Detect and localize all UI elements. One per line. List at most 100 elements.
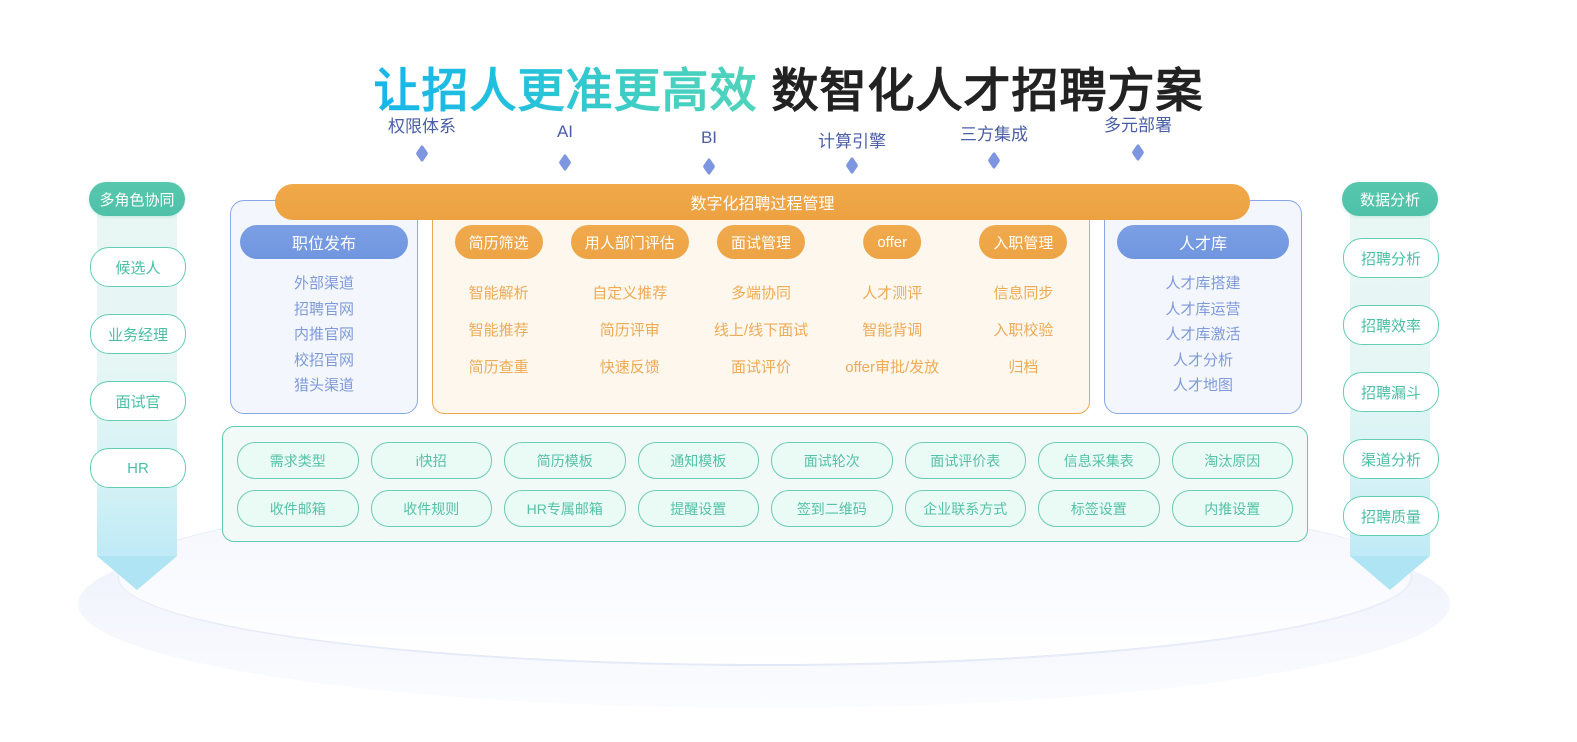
process-stage-item[interactable]: 入职校验 [993,322,1054,339]
settings-pill[interactable]: 企业联系方式 [904,490,1026,527]
process-stage-item[interactable]: 归档 [1008,359,1039,376]
settings-pill[interactable]: 通知模板 [637,442,759,479]
process-stage-item[interactable]: 多端协同 [731,285,792,302]
sidebar-left-item-2[interactable]: 业务经理 [90,314,186,354]
platform-label-4: 计算引擎 [818,132,886,151]
diamond-icon [702,157,716,176]
talent-pool-item[interactable]: 人才分析 [1172,351,1233,369]
settings-pill[interactable]: 内推设置 [1171,490,1293,527]
settings-pill[interactable]: 淘汰原因 [1171,442,1293,479]
page-title-highlight: 让招人更准更高效 [373,64,758,117]
recruitment-board: 数字化招聘过程管理 职位发布 外部渠道招聘官网内推官网校招官网猎头渠道 简历筛选… [222,184,1308,544]
sidebar-right-item-label: 招聘效率 [1360,317,1421,335]
process-stage-item[interactable]: 面试评价 [731,359,792,376]
process-stage-item[interactable]: offer审批/发放 [845,359,940,376]
settings-pill[interactable]: 面试轮次 [771,442,893,479]
process-stage-items-2: 自定义推荐简历评审快速反馈 [564,275,695,386]
sidebar-left-item-4[interactable]: HR [90,448,186,488]
process-stage-item[interactable]: 信息同步 [993,285,1054,302]
process-stage-title-5[interactable]: 入职管理 [979,225,1068,259]
settings-pill[interactable]: 标签设置 [1038,490,1160,527]
sidebar-right-item-label: 渠道分析 [1360,451,1421,469]
process-column-2: 用人部门评估自定义推荐简历评审快速反馈 [564,201,695,413]
diamond-icon [987,151,1001,170]
process-stage-item[interactable]: 自定义推荐 [592,285,668,302]
process-stage-title-2[interactable]: 用人部门评估 [570,225,689,259]
talent-pool-item[interactable]: 人才库运营 [1165,300,1241,318]
sidebar-left-header: 多角色协同 [89,182,185,216]
process-column-4: offer 人才测评智能背调 offer审批/发放 [827,201,958,413]
sidebar-left-item-1[interactable]: 候选人 [90,247,186,287]
platform-dot-3 [702,157,716,176]
card-talent-pool[interactable]: 人才库 人才库搭建人才库运营人才库激活人才分析人才地图 [1104,200,1302,414]
job-posting-item[interactable]: 外部渠道 [293,275,354,292]
platform-label-3: BI [700,128,718,147]
sidebar-right-header: 数据分析 [1342,182,1438,216]
platform-dot-5 [987,151,1001,170]
sidebar-right-arrow-tip [1350,556,1430,590]
process-stage-title-4[interactable]: offer [863,225,922,259]
process-panel: 简历筛选智能解析智能推荐简历查重用人部门评估自定义推荐简历评审快速反馈面试管理多… [432,200,1090,414]
process-stage-title-1[interactable]: 简历筛选 [454,225,543,259]
sidebar-left-item-label: HR [127,459,149,477]
diamond-icon [415,144,429,163]
sidebar-right-item-4[interactable]: 渠道分析 [1343,439,1439,479]
settings-pill[interactable]: 需求类型 [237,442,359,479]
process-stage-items-4: 人才测评智能背调 offer审批/发放 [827,275,958,386]
card-talent-pool-title: 人才库 [1117,225,1289,259]
process-stage-item[interactable]: 智能推荐 [468,322,529,339]
talent-pool-item[interactable]: 人才库搭建 [1165,275,1241,292]
sidebar-left-item-label: 业务经理 [107,326,168,344]
card-talent-pool-items: 人才库搭建人才库运营人才库激活人才分析人才地图 [1105,271,1301,399]
job-posting-item[interactable]: 内推官网 [293,326,354,343]
sidebar-right-item-5[interactable]: 招聘质量 [1343,496,1439,536]
platform-label-1: 权限体系 [388,117,456,136]
process-stage-item[interactable]: 智能解析 [468,285,529,302]
process-stage-item[interactable]: 智能背调 [862,322,923,339]
sidebar-right-item-3[interactable]: 招聘漏斗 [1343,372,1439,412]
process-stage-items-5: 信息同步入职校验归档 [958,275,1089,386]
diamond-icon [1131,143,1145,162]
page-title-main: 数智化人才招聘方案 [771,64,1204,117]
sidebar-left-item-3[interactable]: 面试官 [90,381,186,421]
platform-dot-6 [1131,143,1145,162]
process-stage-item[interactable]: 线上/线下面试 [713,322,809,339]
platform-dot-2 [558,153,572,172]
sidebar-left-arrow-tip [97,556,177,590]
platform-dot-4 [845,156,859,175]
talent-pool-item[interactable]: 人才地图 [1172,377,1233,394]
process-column-3: 面试管理多端协同线上/线下面试面试评价 [695,201,826,413]
talent-pool-item[interactable]: 人才库激活 [1165,326,1241,343]
sidebar-right-item-2[interactable]: 招聘效率 [1343,305,1439,345]
settings-pill[interactable]: i快招 [370,442,492,479]
sidebar-right-item-label: 招聘质量 [1360,508,1421,526]
process-banner: 数字化招聘过程管理 [275,184,1250,220]
settings-row-first: 需求类型 i快招简历模板通知模板面试轮次面试评价表信息采集表淘汰原因 [237,442,1293,479]
sidebar-right-item-1[interactable]: 招聘分析 [1343,238,1439,278]
sidebar-right-item-label: 招聘漏斗 [1360,384,1421,402]
settings-panel: 需求类型 i快招简历模板通知模板面试轮次面试评价表信息采集表淘汰原因 收件邮箱收件… [222,426,1308,542]
settings-pill[interactable]: 收件邮箱 [237,490,359,527]
settings-pill[interactable]: 面试评价表 [904,442,1026,479]
platform-label-6: 多元部署 [1104,116,1172,135]
settings-pill[interactable]: 简历模板 [504,442,626,479]
settings-pill[interactable]: HR专属邮箱 [504,490,626,527]
process-stage-item[interactable]: 简历评审 [599,322,660,339]
process-stage-title-3[interactable]: 面试管理 [716,225,806,259]
settings-pill[interactable]: 提醒设置 [637,490,759,527]
settings-pill[interactable]: 信息采集表 [1038,442,1160,479]
process-stage-item[interactable]: 人才测评 [862,285,923,302]
sidebar-left-item-label: 面试官 [115,393,161,411]
job-posting-item[interactable]: 猎头渠道 [293,377,354,394]
platform-label-5: 三方集成 [960,125,1028,144]
job-posting-item[interactable]: 校招官网 [293,351,354,369]
sidebar-right-item-label: 招聘分析 [1360,250,1421,268]
settings-pill[interactable]: 签到二维码 [771,490,893,527]
settings-pill[interactable]: 收件规则 [370,490,492,527]
process-stage-item[interactable]: 快速反馈 [599,359,660,376]
job-posting-item[interactable]: 招聘官网 [293,300,354,318]
process-column-5: 入职管理信息同步入职校验归档 [958,201,1089,413]
process-stage-item[interactable]: 简历查重 [468,359,529,376]
card-job-posting-title: 职位发布 [240,225,408,259]
card-job-posting[interactable]: 职位发布 外部渠道招聘官网内推官网校招官网猎头渠道 [230,200,418,414]
